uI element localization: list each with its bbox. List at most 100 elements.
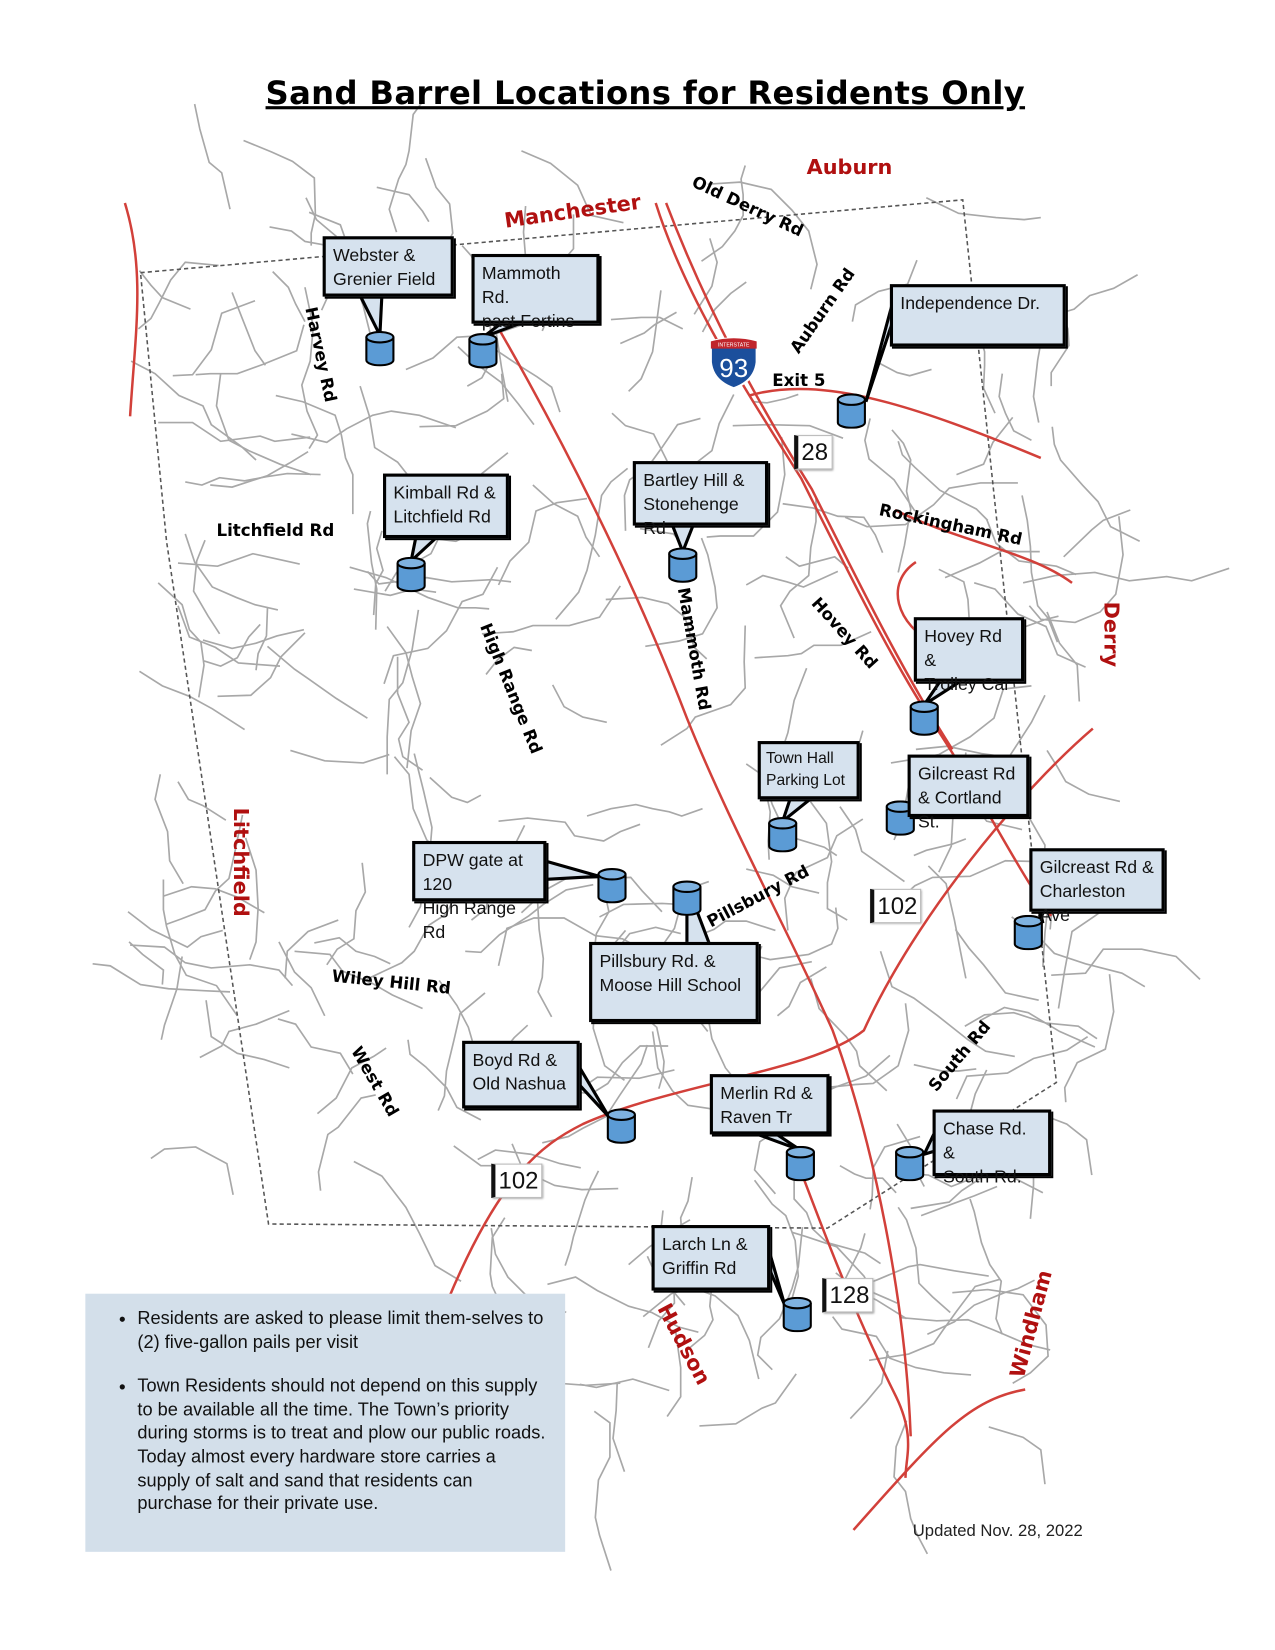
local-road bbox=[1028, 516, 1124, 624]
local-road bbox=[477, 1149, 581, 1169]
local-road bbox=[660, 625, 747, 746]
route-128-shield: 128 bbox=[822, 1278, 874, 1313]
local-road bbox=[586, 803, 703, 817]
local-road bbox=[779, 497, 817, 639]
location-callout: Larch Ln & Griffin Rd bbox=[651, 1225, 771, 1291]
resident-notes-box: Residents are asked to please limit them… bbox=[85, 1293, 566, 1552]
local-road bbox=[128, 941, 165, 985]
local-road bbox=[732, 423, 844, 439]
callout-pointer bbox=[542, 858, 600, 882]
local-road bbox=[199, 1009, 290, 1059]
interstate-93-shield-icon: INTERSTATE 93 bbox=[709, 337, 758, 390]
local-road bbox=[745, 570, 839, 588]
local-road bbox=[184, 533, 279, 611]
local-road bbox=[127, 911, 223, 949]
location-callout: Hovey Rd & Trolley Car bbox=[913, 617, 1025, 694]
local-road bbox=[166, 814, 244, 926]
local-road bbox=[551, 684, 607, 724]
local-road bbox=[366, 510, 378, 630]
local-road bbox=[465, 883, 594, 954]
location-callout: Chase Rd. & South Rd. bbox=[932, 1109, 1052, 1187]
local-road bbox=[202, 628, 305, 650]
main-roads bbox=[123, 202, 1094, 1531]
local-road bbox=[893, 1420, 929, 1555]
local-road bbox=[1063, 974, 1115, 1103]
local-road bbox=[192, 539, 221, 635]
local-road bbox=[809, 978, 888, 1092]
local-road bbox=[868, 1278, 1001, 1362]
local-road bbox=[137, 261, 219, 330]
local-road bbox=[973, 582, 1086, 668]
local-road bbox=[210, 450, 309, 488]
local-road bbox=[532, 484, 601, 558]
road-label-exit-5: Exit 5 bbox=[772, 370, 826, 391]
local-road bbox=[290, 749, 390, 764]
location-callout: Gilcreast Rd & Cortland St. bbox=[907, 754, 1030, 832]
local-road bbox=[879, 951, 1015, 1058]
location-callout: Mammoth Rd. past Fortins bbox=[471, 253, 600, 331]
local-road bbox=[485, 646, 532, 675]
local-road bbox=[783, 818, 864, 931]
location-callout: Merlin Rd & Raven Tr bbox=[709, 1074, 830, 1135]
local-road bbox=[215, 373, 312, 476]
local-road bbox=[979, 336, 996, 414]
local-road bbox=[1046, 611, 1081, 702]
local-road bbox=[799, 786, 848, 921]
local-road bbox=[956, 416, 1014, 476]
local-road bbox=[177, 605, 281, 667]
local-road bbox=[793, 1168, 881, 1265]
location-callout: Boyd Rd & Old Nashua bbox=[462, 1040, 580, 1109]
local-road bbox=[160, 956, 183, 1040]
route-102-shield: 102 bbox=[491, 1163, 543, 1198]
road-label-litchfield: Litchfield Rd bbox=[216, 520, 335, 541]
local-road bbox=[1021, 495, 1059, 643]
local-road bbox=[612, 1383, 626, 1472]
sand-barrel-icon bbox=[895, 1145, 925, 1182]
local-road bbox=[874, 360, 932, 377]
callout-pointer bbox=[864, 304, 894, 403]
local-road bbox=[1046, 749, 1121, 803]
local-road bbox=[1063, 509, 1131, 558]
callout-pointer bbox=[356, 291, 384, 342]
local-road bbox=[547, 1276, 699, 1334]
local-road bbox=[193, 103, 231, 210]
local-road bbox=[851, 259, 918, 322]
local-road bbox=[985, 519, 1077, 576]
local-road bbox=[542, 1044, 649, 1144]
local-road bbox=[511, 1143, 619, 1191]
local-road bbox=[1022, 567, 1230, 584]
local-road bbox=[383, 566, 499, 685]
local-road bbox=[481, 585, 622, 635]
local-road bbox=[964, 1011, 1098, 1040]
local-road bbox=[701, 165, 747, 262]
local-road bbox=[831, 1316, 972, 1376]
local-road bbox=[740, 907, 839, 961]
local-road bbox=[138, 270, 191, 310]
local-road bbox=[849, 1350, 889, 1420]
local-road bbox=[150, 1146, 234, 1196]
sand-barrel-icon bbox=[785, 1145, 815, 1182]
local-road bbox=[300, 287, 319, 450]
route-28-shield: 28 bbox=[794, 435, 833, 470]
local-road bbox=[497, 497, 588, 586]
local-road bbox=[437, 992, 486, 1111]
local-road bbox=[376, 186, 430, 223]
sand-barrel-icon bbox=[909, 700, 939, 736]
sand-barrel-icon bbox=[396, 556, 426, 593]
local-road bbox=[925, 197, 1041, 221]
local-road bbox=[1051, 948, 1201, 980]
local-road bbox=[419, 373, 505, 428]
local-road bbox=[952, 1288, 1049, 1384]
local-road bbox=[195, 324, 305, 376]
local-road bbox=[891, 429, 912, 573]
local-road bbox=[897, 441, 989, 521]
local-road bbox=[177, 552, 300, 568]
route-102-shield: 102 bbox=[870, 888, 922, 924]
local-road bbox=[353, 1160, 462, 1282]
local-road bbox=[272, 271, 306, 322]
sand-barrel-icon bbox=[468, 333, 498, 369]
callout-pointer bbox=[576, 1058, 611, 1118]
local-road bbox=[217, 632, 306, 698]
location-callout: Town Hall Parking Lot bbox=[757, 741, 860, 800]
